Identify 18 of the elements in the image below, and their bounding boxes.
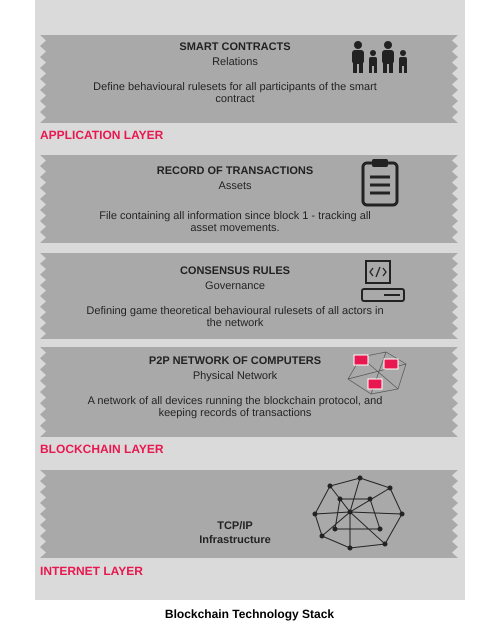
layer-subtitle: Relations <box>211 56 259 68</box>
layer-subtitle: Assets <box>217 180 252 192</box>
layer-label: BLOCKCHAIN LAYER <box>40 442 164 456</box>
layer-heading: TCP/IP <box>216 520 254 532</box>
layer-description: A network of all devices running the blockchain protocol, and keeping records of transactions <box>86 395 384 419</box>
layer-heading: RECORD OF TRANSACTIONS <box>156 165 314 177</box>
layer-subtitle: Governance <box>204 280 266 292</box>
layer-heading: SMART CONTRACTS <box>178 41 292 53</box>
layer-heading: P2P NETWORK OF COMPUTERS <box>148 355 322 367</box>
layer-description: Define behavioural rulesets for all participants of the smart contract <box>92 81 378 105</box>
layer-heading: CONSENSUS RULES <box>178 265 292 277</box>
layer-label: INTERNET LAYER <box>40 564 143 578</box>
layer-description: Defining game theoretical behavioural rulesets of all actors in the network <box>85 305 385 329</box>
layer-description: File containing all information since block 1 - tracking all asset movements. <box>98 210 372 234</box>
layer-subtitle: Physical Network <box>192 370 278 382</box>
layer-subtitle: Infrastructure <box>198 534 272 546</box>
caption: Blockchain Technology Stack <box>164 607 336 621</box>
layer-label: APPLICATION LAYER <box>40 128 164 142</box>
